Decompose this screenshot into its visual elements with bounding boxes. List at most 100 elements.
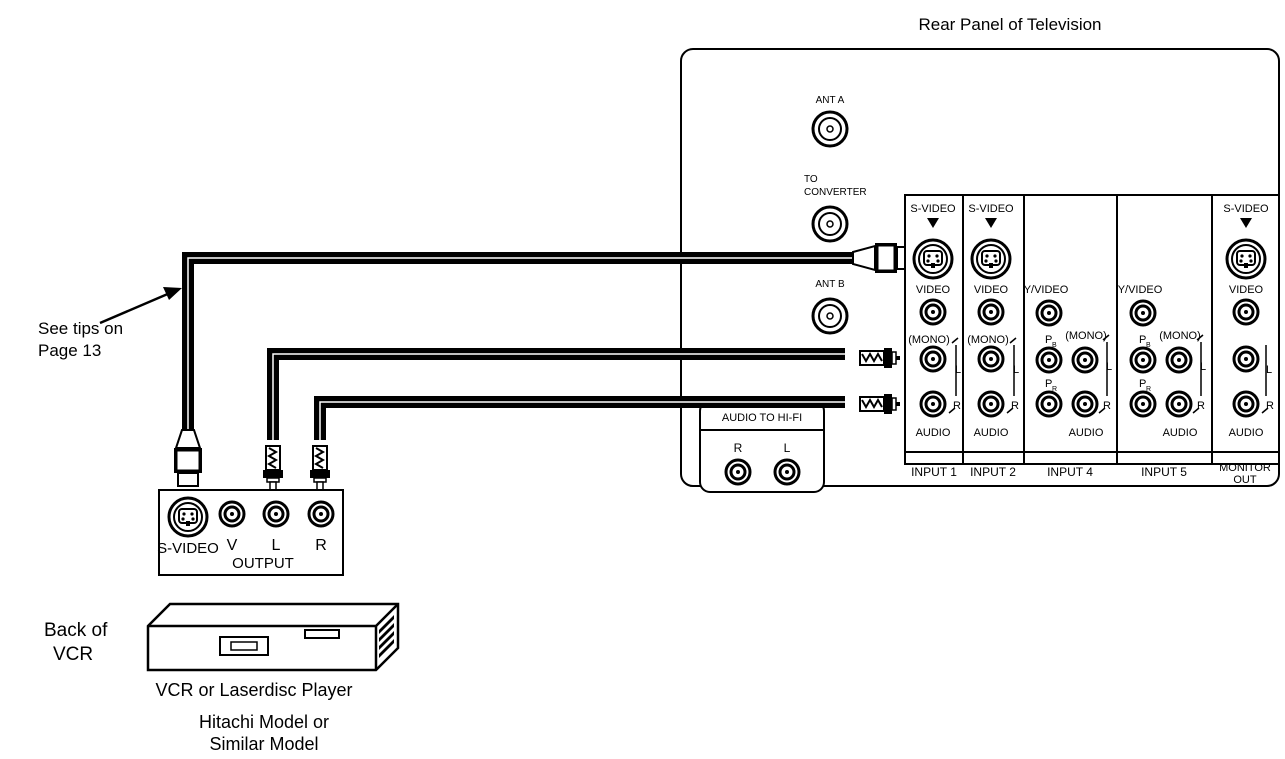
to-converter-label-1: TO — [804, 174, 818, 185]
input-4-name: INPUT 4 — [1047, 465, 1093, 479]
to-converter-connector-icon — [811, 205, 849, 243]
vcr-caption: VCR or Laserdisc Player — [155, 680, 352, 700]
monitor-r-label: R — [1266, 400, 1274, 412]
input-1-arrow-icon — [927, 218, 939, 228]
monitor-audio-l-jack-icon — [1232, 345, 1260, 373]
ant-b-jack: ANT B — [811, 279, 849, 335]
ant-b-connector-icon — [811, 297, 849, 335]
input-2-svideo-label: S-VIDEO — [968, 203, 1014, 215]
input-5-audio-label: AUDIO — [1163, 427, 1198, 439]
input-5-name: INPUT 5 — [1141, 465, 1187, 479]
back-of-vcr-line-2: VCR — [53, 644, 93, 665]
input-4-pb-label: P — [1045, 334, 1052, 346]
monitor-svideo-label: S-VIDEO — [1223, 203, 1269, 215]
hifi-r-jack-icon — [724, 458, 752, 486]
audio-to-hifi-label: AUDIO TO HI-FI — [722, 412, 802, 424]
monitor-l-label: L — [1266, 364, 1272, 376]
vcr-svideo-jack-icon — [167, 496, 209, 538]
monitor-audio-label: AUDIO — [1229, 427, 1264, 439]
input-5-pr-jack-icon — [1129, 390, 1157, 418]
input-4-audio-l-jack-icon — [1071, 346, 1099, 374]
input-5-pb-sub: B — [1146, 342, 1151, 349]
input-4-pb-sub: B — [1052, 342, 1057, 349]
ant-a-connector-icon — [811, 110, 849, 148]
vcr-r-label: R — [315, 537, 327, 554]
vcr-r-jack-icon — [307, 500, 335, 528]
monitor-out-column: S-VIDEO VIDEO L R AUDIO MONITOR OUT — [1219, 203, 1274, 486]
hifi-l-jack-icon — [773, 458, 801, 486]
input-5-y-jack-icon — [1129, 299, 1157, 327]
input-1-name: INPUT 1 — [911, 465, 957, 479]
vcr-model-line-1: Hitachi Model or — [199, 712, 329, 732]
input-5-pb-jack-icon — [1129, 346, 1157, 374]
input-2-r-label: R — [1011, 400, 1019, 412]
input-1-audio-r-jack-icon — [919, 390, 947, 418]
input-4-pr-label: P — [1045, 378, 1052, 390]
tv-panel-title: Rear Panel of Television — [918, 15, 1101, 34]
vcr-v-jack-icon — [218, 500, 246, 528]
input-2-arrow-icon — [985, 218, 997, 228]
input-5-pb-label: P — [1139, 334, 1146, 346]
input-2-audio-label: AUDIO — [974, 427, 1009, 439]
monitor-svideo-jack-icon — [1225, 238, 1267, 280]
svideo-cable — [174, 243, 906, 487]
input-4-r-label: R — [1103, 400, 1111, 412]
input-4-y-jack-icon — [1035, 299, 1063, 327]
input-4-column: Y/VIDEO P B P R (MONO) L R AUDIO INPUT 4 — [1024, 284, 1112, 479]
input-4-pb-jack-icon — [1035, 346, 1063, 374]
vcr-l-jack-icon — [262, 500, 290, 528]
input-1-video-jack-icon — [919, 298, 947, 326]
input-4-mono-label: (MONO) — [1065, 330, 1107, 342]
input-4-pr-sub: R — [1052, 386, 1057, 393]
input-5-pr-sub: R — [1146, 386, 1151, 393]
monitor-arrow-icon — [1240, 218, 1252, 228]
audio-l-vcr-plug-icon — [262, 445, 284, 491]
input-1-mono-label: (MONO) — [908, 334, 950, 346]
input-1-l-label: L — [955, 364, 961, 376]
monitor-video-jack-icon — [1232, 298, 1260, 326]
input-5-column: Y/VIDEO P B P R (MONO) L R AUDIO INPUT 5 — [1118, 284, 1206, 479]
input-5-pr-label: P — [1139, 378, 1146, 390]
audio-l-cable — [262, 347, 901, 491]
input-4-audio-r-jack-icon — [1071, 390, 1099, 418]
input-2-l-label: L — [1013, 364, 1019, 376]
input-5-audio-r-jack-icon — [1165, 390, 1193, 418]
ant-a-jack: ANT A — [811, 95, 849, 148]
back-of-vcr-line-1: Back of — [44, 620, 108, 641]
input-1-audio-label: AUDIO — [916, 427, 951, 439]
to-converter-jack: TO CONVERTER — [804, 174, 867, 243]
vcr-model-line-2: Similar Model — [209, 734, 318, 754]
input-4-pr-jack-icon — [1035, 390, 1063, 418]
input-2-video-jack-icon — [977, 298, 1005, 326]
monitor-audio-r-jack-icon — [1232, 390, 1260, 418]
ant-b-label: ANT B — [815, 279, 845, 290]
input-1-column: S-VIDEO VIDEO (MONO) L R AUDIO INPUT 1 — [908, 203, 961, 479]
input-5-r-label: R — [1197, 400, 1205, 412]
input-5-audio-l-jack-icon — [1165, 346, 1193, 374]
vcr-l-label: L — [272, 537, 281, 554]
inputs-block — [904, 194, 1280, 465]
input-1-r-label: R — [953, 400, 961, 412]
audio-r-cable — [309, 393, 901, 491]
tip-line-2: Page 13 — [38, 341, 101, 360]
input-2-video-label: VIDEO — [974, 284, 1009, 296]
input-4-audio-label: AUDIO — [1069, 427, 1104, 439]
tip-line-1: See tips on — [38, 319, 123, 338]
ant-a-label: ANT A — [816, 95, 845, 106]
input-2-column: S-VIDEO VIDEO (MONO) L R AUDIO INPUT 2 — [967, 203, 1019, 479]
input-2-audio-l-jack-icon — [977, 345, 1005, 373]
vcr-output-panel: S-VIDEO V L R OUTPUT — [157, 489, 344, 576]
monitor-name-1: MONITOR — [1219, 462, 1271, 474]
input-2-mono-label: (MONO) — [967, 334, 1009, 346]
input-2-svideo-jack-icon — [970, 238, 1012, 280]
monitor-name-2: OUT — [1233, 474, 1257, 486]
input-5-yvideo-label: Y/VIDEO — [1118, 284, 1163, 296]
tip-arrow-icon — [99, 291, 171, 325]
input-4-l-label: L — [1106, 361, 1112, 373]
input-5-l-label: L — [1200, 361, 1206, 373]
vcr-device-icon — [146, 602, 400, 672]
input-2-name: INPUT 2 — [970, 465, 1016, 479]
input-4-yvideo-label: Y/VIDEO — [1024, 284, 1069, 296]
to-converter-label-2: CONVERTER — [804, 187, 867, 198]
input-1-svideo-label: S-VIDEO — [910, 203, 956, 215]
